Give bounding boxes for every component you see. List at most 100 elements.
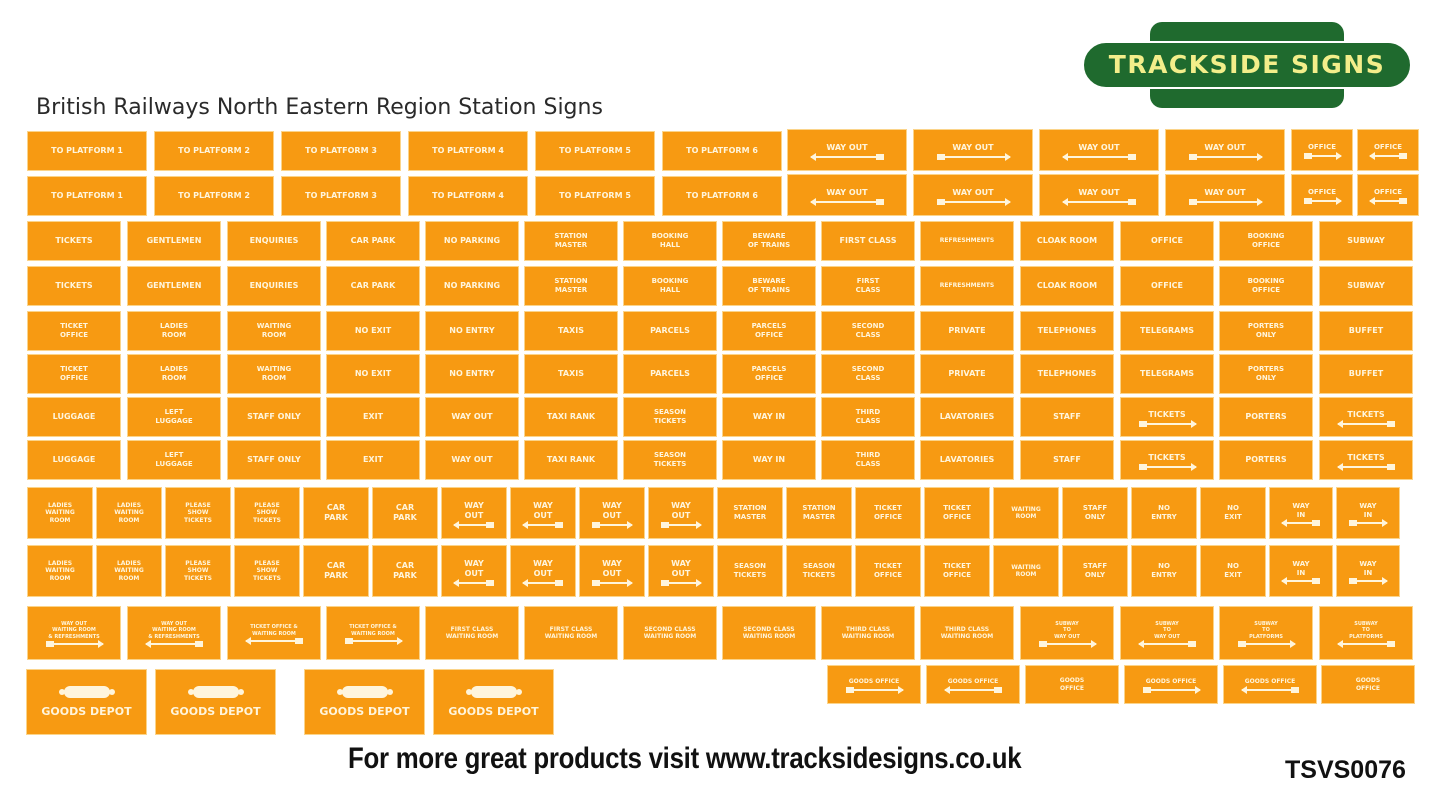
station-sign: LUGGAGE	[28, 441, 120, 479]
station-sign: PRIVATE	[921, 355, 1013, 393]
sign-label: TO PLATFORM 3	[305, 146, 377, 155]
station-sign: WAY OUT	[511, 546, 575, 596]
sign-label: THIRD CLASS WAITING ROOM	[841, 625, 895, 641]
sign-label: NO EXIT	[1224, 504, 1242, 521]
sign-label: LAVATORIES	[939, 455, 995, 464]
station-sign: WAY OUT	[426, 441, 518, 479]
station-sign: OFFICE	[1292, 175, 1352, 215]
arrow-left-icon	[809, 197, 884, 206]
station-sign: OFFICE	[1121, 222, 1213, 260]
sign-label: GOODS OFFICE	[1244, 678, 1296, 686]
station-sign: SUBWAY TO WAY OUT	[1021, 607, 1113, 659]
arrow-right-icon	[1138, 462, 1197, 471]
sign-label: WAY IN	[1292, 501, 1310, 519]
station-sign: NO PARKING	[426, 267, 518, 305]
arrow-right-icon	[936, 197, 1011, 206]
arrow-right-icon	[592, 520, 633, 529]
station-sign: GOODS DEPOT	[305, 670, 424, 734]
sign-label: STAFF ONLY	[1082, 562, 1108, 579]
station-sign: WAY OUT	[580, 546, 644, 596]
station-sign: STAFF ONLY	[1063, 488, 1127, 538]
station-sign: CLOAK ROOM	[1021, 222, 1113, 260]
arrow-left-icon	[1061, 197, 1136, 206]
sign-label: CAR PARK	[393, 503, 417, 522]
sign-label: WAY OUT	[1078, 187, 1120, 197]
station-sign: NO EXIT	[1201, 488, 1265, 538]
station-sign: TICKET OFFICE	[28, 355, 120, 393]
sign-label: WAY OUT	[1078, 142, 1120, 152]
br-totem-icon	[187, 685, 244, 698]
station-sign: BUFFET	[1320, 312, 1412, 350]
station-sign: TICKET OFFICE	[28, 312, 120, 350]
sign-label: OFFICE	[1150, 236, 1184, 245]
station-sign: LUGGAGE	[28, 398, 120, 436]
arrow-left-icon	[1336, 462, 1395, 471]
sign-label: CAR PARK	[324, 561, 348, 580]
station-sign: SEASON TICKETS	[787, 546, 851, 596]
station-sign: LADIES ROOM	[128, 355, 220, 393]
sign-label: FIRST CLASS	[855, 277, 881, 294]
sign-label: STATION MASTER	[554, 277, 588, 294]
sign-label: EXIT	[362, 412, 384, 421]
sign-label: CLOAK ROOM	[1036, 236, 1098, 245]
sign-label: GOODS OFFICE	[1145, 678, 1197, 686]
sign-label: LADIES WAITING ROOM	[114, 559, 144, 582]
sign-label: WAY OUT	[826, 187, 868, 197]
station-sign: TO PLATFORM 2	[155, 132, 273, 170]
station-sign: NO ENTRY	[1132, 488, 1196, 538]
sign-label: SUBWAY	[1347, 281, 1385, 290]
arrow-right-icon	[1303, 196, 1342, 205]
sign-label: LUGGAGE	[52, 455, 96, 464]
station-sign: WAY OUT	[914, 130, 1032, 170]
sign-label: SUBWAY TO PLATFORMS	[1249, 621, 1283, 640]
station-sign: WAY IN	[723, 398, 815, 436]
station-sign: PLEASE SHOW TICKETS	[166, 488, 230, 538]
sign-label: CAR PARK	[393, 561, 417, 580]
arrow-left-icon	[244, 636, 303, 645]
sign-label: WAY OUT	[451, 412, 493, 421]
station-sign: TELEPHONES	[1021, 312, 1113, 350]
station-sign: LAVATORIES	[921, 441, 1013, 479]
sign-label: TO PLATFORM 4	[432, 146, 504, 155]
station-sign: LADIES ROOM	[128, 312, 220, 350]
sign-label: TICKET OFFICE	[59, 365, 89, 382]
sign-label: THIRD CLASS WAITING ROOM	[940, 625, 994, 641]
station-sign: TAXI RANK	[525, 398, 617, 436]
sign-label: REFRESHMENTS	[939, 282, 995, 290]
station-sign: CLOAK ROOM	[1021, 267, 1113, 305]
arrow-right-icon	[1303, 151, 1342, 160]
sign-label: TO PLATFORM 6	[686, 191, 758, 200]
station-sign: BEWARE OF TRAINS	[723, 267, 815, 305]
sign-label: OFFICE	[1373, 188, 1403, 197]
station-sign: CAR PARK	[373, 488, 437, 538]
station-sign: TICKETS	[1121, 398, 1213, 436]
sign-label: GOODS DEPOT	[41, 704, 132, 718]
station-sign: TICKETS	[1320, 441, 1412, 479]
station-sign: BUFFET	[1320, 355, 1412, 393]
station-sign: STAFF ONLY	[228, 441, 320, 479]
arrow-right-icon	[1349, 577, 1388, 586]
sign-label: TICKETS	[55, 281, 93, 290]
station-sign: SEASON TICKETS	[624, 398, 716, 436]
station-sign: WAY OUT	[442, 546, 506, 596]
station-sign: PLEASE SHOW TICKETS	[166, 546, 230, 596]
sign-label: STATION MASTER	[802, 504, 836, 521]
station-sign: STATION MASTER	[525, 222, 617, 260]
station-sign: NO ENTRY	[426, 355, 518, 393]
sign-label: CAR PARK	[350, 236, 396, 245]
sign-label: WAITING ROOM	[256, 322, 292, 339]
sign-label: WAY IN	[1292, 559, 1310, 577]
station-sign: TICKETS	[1320, 398, 1412, 436]
arrow-right-icon	[344, 636, 403, 645]
arrow-right-icon	[1142, 685, 1201, 694]
arrow-left-icon	[1061, 152, 1136, 161]
station-sign: WAY OUT	[1040, 175, 1158, 215]
station-sign: WAITING ROOM	[994, 546, 1058, 596]
station-sign: GOODS OFFICE	[1322, 666, 1414, 703]
station-sign: WAY OUT	[511, 488, 575, 538]
station-sign: TO PLATFORM 6	[663, 177, 781, 215]
station-sign: ENQUIRIES	[228, 222, 320, 260]
arrow-right-icon	[45, 639, 104, 648]
station-sign: TAXIS	[525, 355, 617, 393]
